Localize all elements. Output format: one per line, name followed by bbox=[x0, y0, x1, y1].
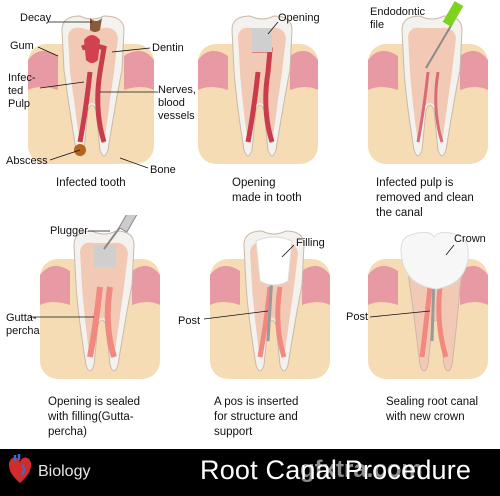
label-post: Post bbox=[346, 311, 369, 323]
panel-new-crown: Crown Post Sealing root canal with new c… bbox=[340, 215, 500, 435]
panel-post-inserted: Filling Post A pos is inserted for struc… bbox=[170, 215, 330, 438]
opening-shape bbox=[252, 28, 272, 52]
label-post: Post bbox=[178, 315, 201, 327]
heart-icon bbox=[6, 453, 34, 490]
caption: Opening is sealed with filling(Gutta- pe… bbox=[48, 396, 141, 438]
filling-shape bbox=[255, 236, 293, 286]
tooth-illustration bbox=[28, 15, 158, 169]
watermark: gfxtra.com bbox=[300, 456, 423, 483]
tooth-illustration bbox=[30, 215, 160, 379]
panel-infected-tooth: Decay Gum Dentin Infec- ted Pulp Nerves,… bbox=[0, 0, 196, 220]
label-gum: Gum bbox=[10, 40, 34, 52]
syringe-icon bbox=[103, 215, 139, 250]
tooth-illustration bbox=[368, 231, 488, 379]
label-filling: Filling bbox=[296, 237, 325, 249]
label-crown: Crown bbox=[454, 233, 486, 245]
label-bone: Bone bbox=[150, 164, 176, 176]
tooth-illustration bbox=[198, 15, 318, 164]
label-plugger: Plugger bbox=[50, 225, 88, 237]
label-abscess: Abscess bbox=[6, 155, 48, 167]
caption: Infected tooth bbox=[56, 177, 126, 189]
caption: Sealing root canal with new crown bbox=[386, 396, 479, 423]
decay-shape bbox=[90, 18, 102, 32]
panel-opening: Opening Opening made in tooth bbox=[170, 0, 330, 220]
label-dentin: Dentin bbox=[152, 42, 184, 54]
label-nerves: Nerves, blood vessels bbox=[158, 84, 196, 122]
subject-label: Biology bbox=[38, 463, 91, 480]
syringe-icon bbox=[425, 1, 464, 69]
tooth-illustration bbox=[203, 230, 330, 379]
footer-title: Root Canal Procedure bbox=[200, 455, 472, 485]
dentin-shape bbox=[68, 27, 118, 144]
caption: Opening made in tooth bbox=[232, 177, 302, 204]
label-decay: Decay bbox=[20, 12, 52, 24]
gum-right bbox=[124, 50, 154, 90]
post-shape bbox=[266, 274, 274, 342]
label-endodontic-file: Endodontic file bbox=[370, 6, 426, 31]
crown-shape bbox=[400, 231, 469, 290]
caption: Infected pulp is removed and clean the c… bbox=[376, 177, 474, 219]
gum-left bbox=[28, 50, 58, 90]
infection-shape bbox=[84, 35, 100, 63]
footer-bar: Biology Root Canal Procedure gfxtra.com bbox=[0, 449, 500, 496]
panel-sealed: Plugger Gutta- percha Opening is sealed … bbox=[0, 215, 160, 438]
label-infected-pulp: Infec- ted Pulp bbox=[8, 72, 36, 110]
tooth-illustration bbox=[368, 1, 488, 164]
label-gutta-percha: Gutta- percha bbox=[6, 312, 40, 337]
caption: A pos is inserted for structure and supp… bbox=[214, 396, 299, 438]
panel-pulp-removed: Endodontic file Infected pulp is removed… bbox=[340, 0, 500, 220]
label-opening: Opening bbox=[278, 12, 320, 24]
